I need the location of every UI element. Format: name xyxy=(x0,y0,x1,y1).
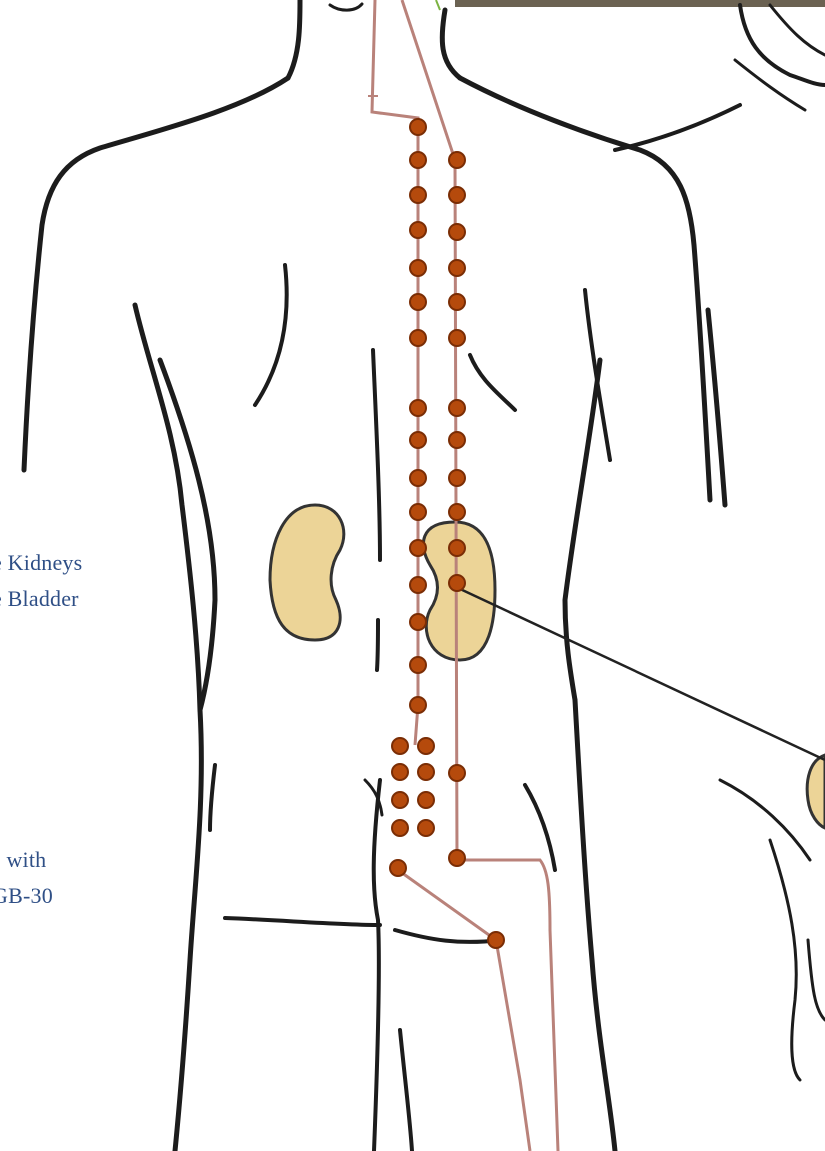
acupoint-dot xyxy=(449,575,465,591)
acupoint-dot xyxy=(410,614,426,630)
acupoint-dot xyxy=(392,738,408,754)
acupoint-dot xyxy=(392,792,408,808)
gb30-label: s with GB-30 xyxy=(0,842,53,914)
acupoint-dot xyxy=(418,820,434,836)
acupoint-dot xyxy=(449,432,465,448)
acupoint-dot xyxy=(392,764,408,780)
acupoint-dot xyxy=(449,187,465,203)
acupoint-dot xyxy=(449,765,465,781)
acupoint-dot xyxy=(410,294,426,310)
acupoint-dot xyxy=(418,764,434,780)
spine-line-2 xyxy=(377,620,378,670)
kidneys-label-line1: e Kidneys xyxy=(0,550,82,575)
acupoint-dot xyxy=(390,860,406,876)
acupoint-dot xyxy=(449,540,465,556)
acupoint-dot xyxy=(410,504,426,520)
acupoint-dot xyxy=(449,152,465,168)
acupoint-dot xyxy=(410,432,426,448)
acupoint-dot xyxy=(449,294,465,310)
acupoint-dot xyxy=(410,577,426,593)
acupoint-dot xyxy=(410,470,426,486)
acupoint-dot xyxy=(392,820,408,836)
acupoint-dot xyxy=(410,260,426,276)
acupoint-dot xyxy=(449,260,465,276)
acupoint-dot xyxy=(449,504,465,520)
acupoint-dot xyxy=(449,400,465,416)
acupoint-dot xyxy=(410,119,426,135)
acupoint-dot xyxy=(449,224,465,240)
acupoint-dot xyxy=(449,470,465,486)
gb30-label-line1: s with xyxy=(0,847,46,872)
kidneys-label: e Kidneys e Bladder xyxy=(0,545,82,617)
acupoint-dot xyxy=(410,400,426,416)
acupoint-dot xyxy=(410,152,426,168)
acupoint-dot xyxy=(410,187,426,203)
acupoint-dot xyxy=(418,792,434,808)
acupoint-dot xyxy=(449,330,465,346)
acupoint-dot xyxy=(410,330,426,346)
acupoint-dot xyxy=(410,222,426,238)
acupoint-dot xyxy=(449,850,465,866)
acupoint-dot xyxy=(488,932,504,948)
acupoint-dot xyxy=(410,540,426,556)
gb30-label-line2: GB-30 xyxy=(0,883,53,908)
acupoint-dot xyxy=(410,697,426,713)
kidneys-label-line2: e Bladder xyxy=(0,586,79,611)
acupoint-dot xyxy=(418,738,434,754)
kidney-left xyxy=(270,505,344,640)
acupoint-dot xyxy=(410,657,426,673)
